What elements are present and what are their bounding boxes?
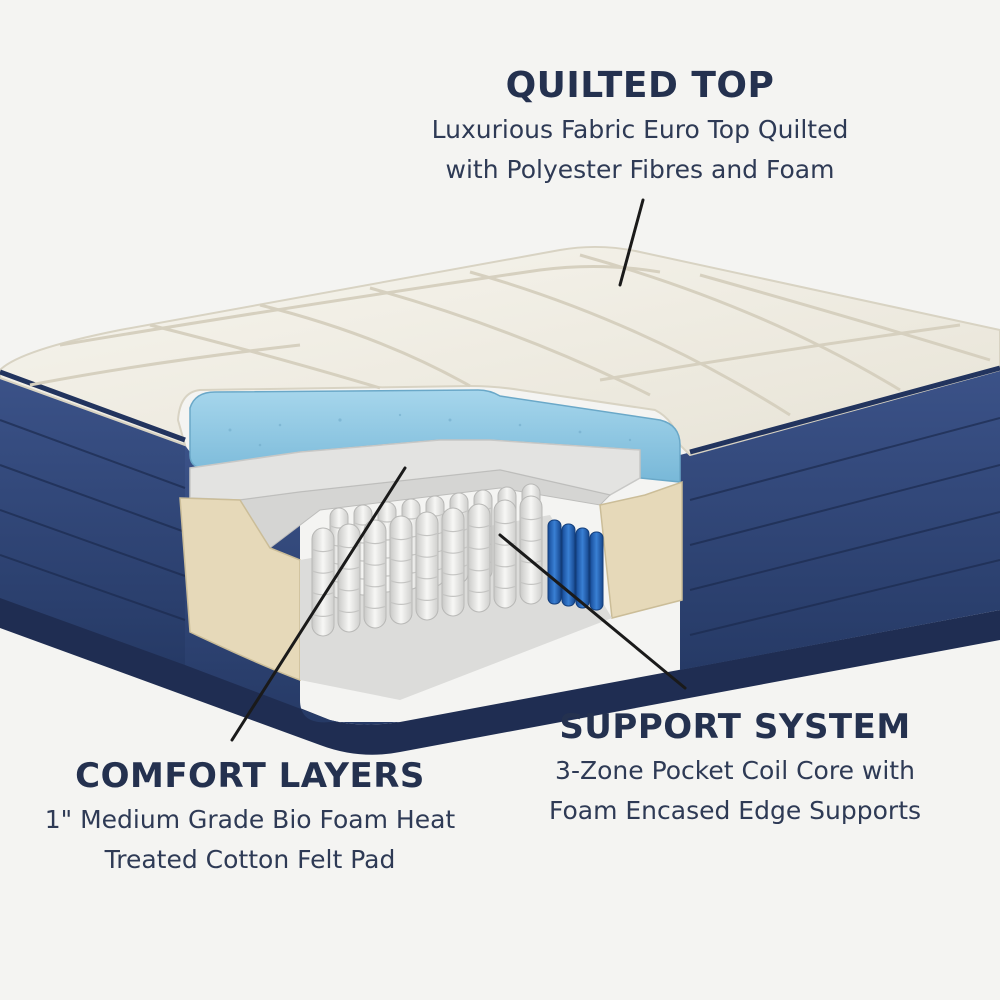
pocket-coil <box>493 499 517 609</box>
zone-coil-blue <box>589 531 604 611</box>
leader-line-comfort-layers <box>230 466 407 742</box>
quilted-top <box>0 245 1000 457</box>
pocket-coil <box>415 511 439 621</box>
pocket-coil <box>311 527 335 637</box>
callout-title: QUILTED TOP <box>505 65 775 106</box>
side-stitching <box>0 417 1000 636</box>
pocket-coil <box>363 519 387 629</box>
callout-line: 1" Medium Grade Bio Foam Heat <box>44 805 456 834</box>
callout-line: Luxurious Fabric Euro Top Quilted <box>431 115 849 144</box>
pocket-coil <box>519 495 543 605</box>
pocket-coil-core <box>311 483 604 637</box>
mattress-left-side <box>0 375 185 665</box>
callout-line: 3-Zone Pocket Coil Core with <box>555 756 915 785</box>
pocket-coil <box>389 515 413 625</box>
zone-coil-blue <box>547 519 562 605</box>
pocket-coil <box>337 523 361 633</box>
zone-coil-blue <box>561 523 576 607</box>
callout-title: COMFORT LAYERS <box>75 756 425 796</box>
edge-support-right <box>599 480 683 619</box>
pocket-coil <box>441 507 465 617</box>
callout-comfort-layers: COMFORT LAYERS 1" Medium Grade Bio Foam … <box>0 752 500 880</box>
leader-lines <box>230 198 687 742</box>
callout-title: SUPPORT SYSTEM <box>559 707 911 747</box>
callout-quilted-top: QUILTED TOP Luxurious Fabric Euro Top Qu… <box>390 62 890 190</box>
callout-support-system: SUPPORT SYSTEM 3-Zone Pocket Coil Core w… <box>500 703 970 831</box>
callout-line: Treated Cotton Felt Pad <box>104 845 396 874</box>
leader-line-quilted-top <box>618 198 645 287</box>
pocket-coil <box>467 503 491 613</box>
mattress-right-side <box>680 370 1000 670</box>
callout-line: with Polyester Fibres and Foam <box>445 155 835 184</box>
mattress-base <box>0 595 1000 755</box>
foam-texture <box>228 413 632 447</box>
zone-coil-blue <box>575 527 590 609</box>
callout-line: Foam Encased Edge Supports <box>548 796 922 825</box>
leader-line-support-system <box>498 533 687 690</box>
quilt-seams <box>29 253 991 417</box>
